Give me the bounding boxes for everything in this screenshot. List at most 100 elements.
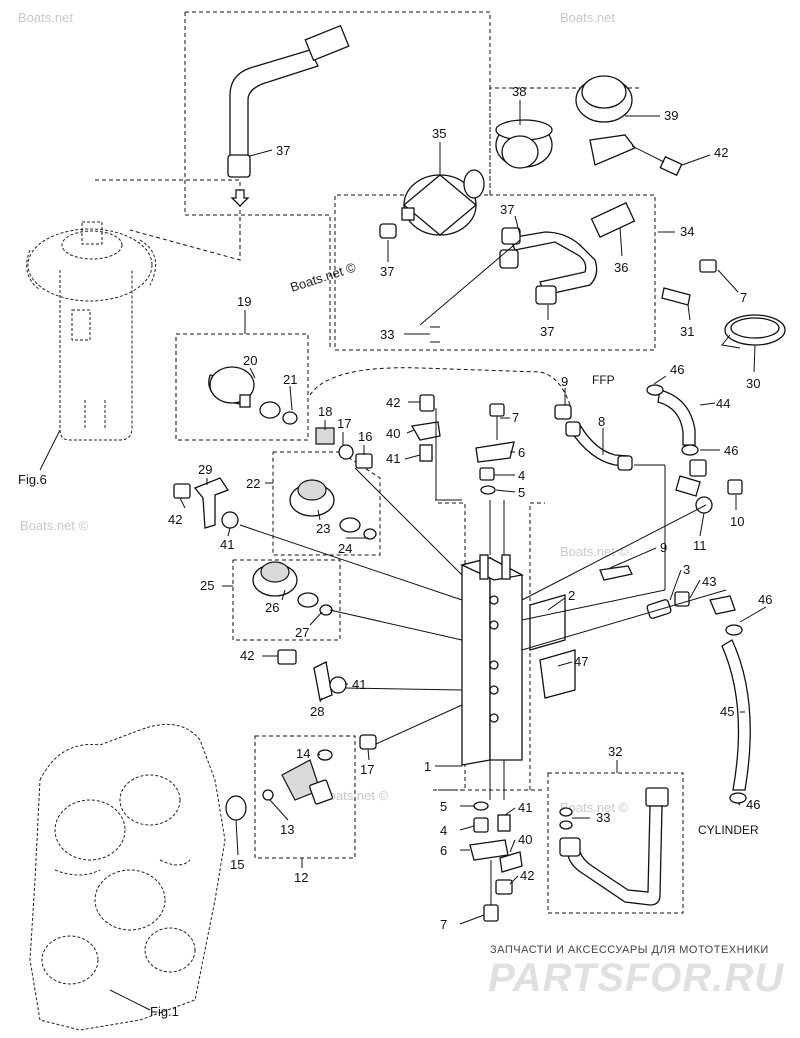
callout-41: 41	[220, 537, 234, 552]
callout-2: 2	[568, 588, 575, 603]
valve-23	[289, 479, 377, 540]
callout-37: 37	[500, 202, 514, 217]
callout-41: 41	[518, 800, 532, 815]
callout-17: 17	[337, 416, 351, 431]
leader-lines	[179, 100, 767, 925]
callout-4: 4	[440, 823, 447, 838]
callout-22: 22	[246, 476, 260, 491]
callout-25: 25	[200, 578, 214, 593]
hose-top	[227, 24, 350, 178]
bolt-stack-bottom	[469, 801, 523, 922]
hose-44	[646, 384, 699, 456]
callout-4: 4	[518, 468, 525, 483]
callout-42: 42	[168, 512, 182, 527]
callout-7: 7	[740, 290, 747, 305]
watermark-boats-3: Boats.net ©	[20, 518, 89, 533]
fittings-right	[675, 459, 743, 514]
callout-30: 30	[746, 376, 760, 391]
bracket-2-47	[529, 594, 576, 699]
callout-33: 33	[596, 810, 610, 825]
filter-cup	[495, 119, 553, 169]
callout-14: 14	[296, 746, 310, 761]
callout-28: 28	[310, 704, 324, 719]
callout-15: 15	[230, 857, 244, 872]
callout-41: 41	[352, 677, 366, 692]
callout-34: 34	[680, 224, 694, 239]
footer-tagline: ЗАПЧАСТИ И АКСЕССУАРЫ ДЛЯ МОТОТЕХНИКИ	[490, 944, 769, 956]
down-arrow-icon	[230, 189, 250, 207]
callout-26: 26	[265, 600, 279, 615]
watermark-boats-5: Boats.net ©	[320, 788, 389, 803]
callout-24: 24	[338, 541, 352, 556]
callout-3: 3	[683, 562, 690, 577]
callout-40: 40	[518, 832, 532, 847]
callout-32: 32	[608, 744, 622, 759]
callout-46: 46	[670, 362, 684, 377]
watermark-boats-4: Boats.net ©	[560, 544, 629, 559]
callout-18: 18	[318, 404, 332, 419]
valve-26	[252, 561, 333, 616]
callout-42: 42	[714, 145, 728, 160]
valve-20	[208, 366, 298, 425]
bracket-29	[173, 477, 239, 529]
callout-43: 43	[702, 574, 716, 589]
callout-37: 37	[540, 324, 554, 339]
callout-36: 36	[614, 260, 628, 275]
watermark-boats-6: Boats.net ©	[560, 800, 629, 815]
fuel-filter	[379, 146, 485, 239]
callout-7: 7	[440, 917, 447, 932]
callout-38: 38	[512, 84, 526, 99]
ffp-label: FFP	[592, 373, 615, 387]
bolt-stack-top	[475, 403, 515, 495]
callout-46: 46	[758, 592, 772, 607]
clamp-30	[721, 314, 786, 349]
bolt-group-top	[410, 394, 441, 462]
filter-bracket	[575, 75, 683, 177]
watermark-boats-2: Boats.net	[560, 10, 615, 25]
watermark-boats-dark: Boats.net ©	[288, 259, 358, 294]
callout-37: 37	[276, 143, 290, 158]
fig1-engine-block: Fig.1	[29, 723, 226, 1031]
bracket-28	[277, 649, 347, 701]
callout-7: 7	[512, 410, 519, 425]
callout-46: 46	[724, 443, 738, 458]
callout-44: 44	[716, 396, 730, 411]
callout-27: 27	[295, 625, 309, 640]
watermark-boats-1: Boats.net	[18, 10, 73, 25]
callout-6: 6	[440, 843, 447, 858]
bracket-31	[661, 259, 717, 306]
callout-29: 29	[198, 462, 212, 477]
callout-16: 16	[358, 429, 372, 444]
callout-33: 33	[380, 327, 394, 342]
fig6-leader	[95, 179, 241, 261]
callout-13: 13	[280, 822, 294, 837]
callout-5: 5	[518, 485, 525, 500]
callout-45: 45	[720, 704, 734, 719]
callout-10: 10	[730, 514, 744, 529]
callout-46: 46	[746, 797, 760, 812]
callout-31: 31	[680, 324, 694, 339]
callout-41: 41	[386, 451, 400, 466]
fuel-rail	[460, 500, 524, 800]
callout-1: 1	[424, 759, 431, 774]
fig1-label: Fig.1	[150, 1004, 179, 1019]
callout-23: 23	[316, 521, 330, 536]
callout-42: 42	[520, 868, 534, 883]
callout-6: 6	[518, 445, 525, 460]
callout-35: 35	[432, 126, 446, 141]
hose-32	[559, 787, 669, 906]
callout-12: 12	[294, 870, 308, 885]
callout-40: 40	[386, 426, 400, 441]
fig6-component: Fig.6	[18, 221, 157, 487]
callout-20: 20	[243, 353, 257, 368]
callout-labels: 37 35 38 39 42 37 37 36 34 7 33 37 31 30…	[168, 84, 772, 932]
fig6-label: Fig.6	[18, 472, 47, 487]
callout-8: 8	[598, 414, 605, 429]
callout-47: 47	[574, 654, 588, 669]
callout-19: 19	[237, 294, 251, 309]
callout-42: 42	[240, 648, 254, 663]
cylinder-label: CYLINDER	[698, 823, 759, 837]
callout-37: 37	[380, 264, 394, 279]
callout-17: 17	[360, 762, 374, 777]
